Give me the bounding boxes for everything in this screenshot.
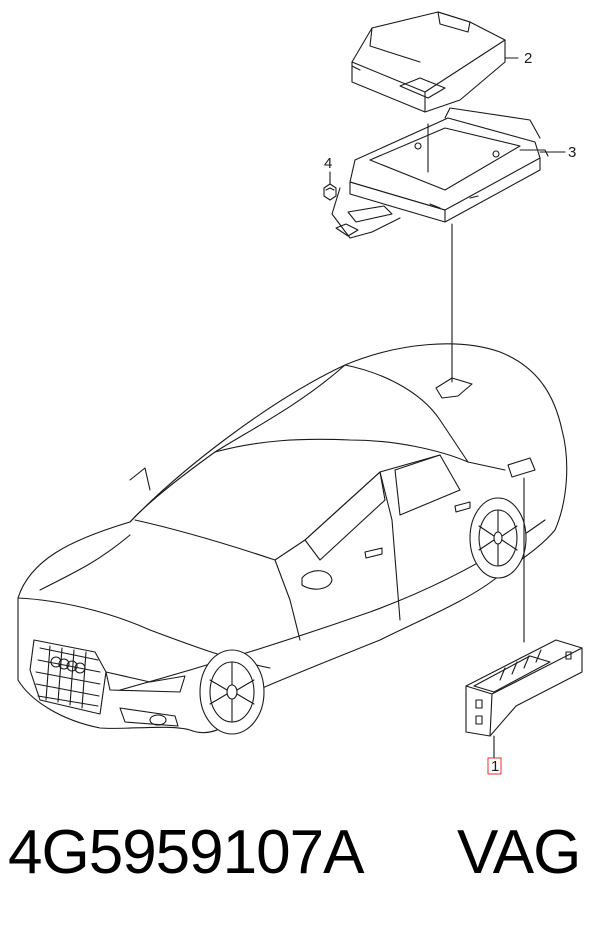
- leader-lines: [329, 57, 566, 759]
- callout-1: 1: [491, 758, 499, 775]
- callout-4: 4: [324, 155, 332, 172]
- callout-3: 3: [568, 144, 576, 161]
- car-illustration: [17, 343, 568, 735]
- callout-1-highlight-box: [487, 757, 502, 775]
- module-part-1: [465, 639, 583, 737]
- cover-part-2: [351, 11, 506, 113]
- callout-2: 2: [524, 50, 532, 67]
- nut-part-4: [323, 183, 337, 201]
- front-wheel: [199, 649, 265, 735]
- bracket-part-3: [331, 107, 549, 239]
- exploded-parts-diagram: 2 3 4 1: [17, 11, 583, 775]
- rear-wheel: [469, 497, 527, 579]
- part-number-caption: 4G5959107A: [8, 818, 364, 887]
- brand-caption: VAG: [457, 818, 581, 887]
